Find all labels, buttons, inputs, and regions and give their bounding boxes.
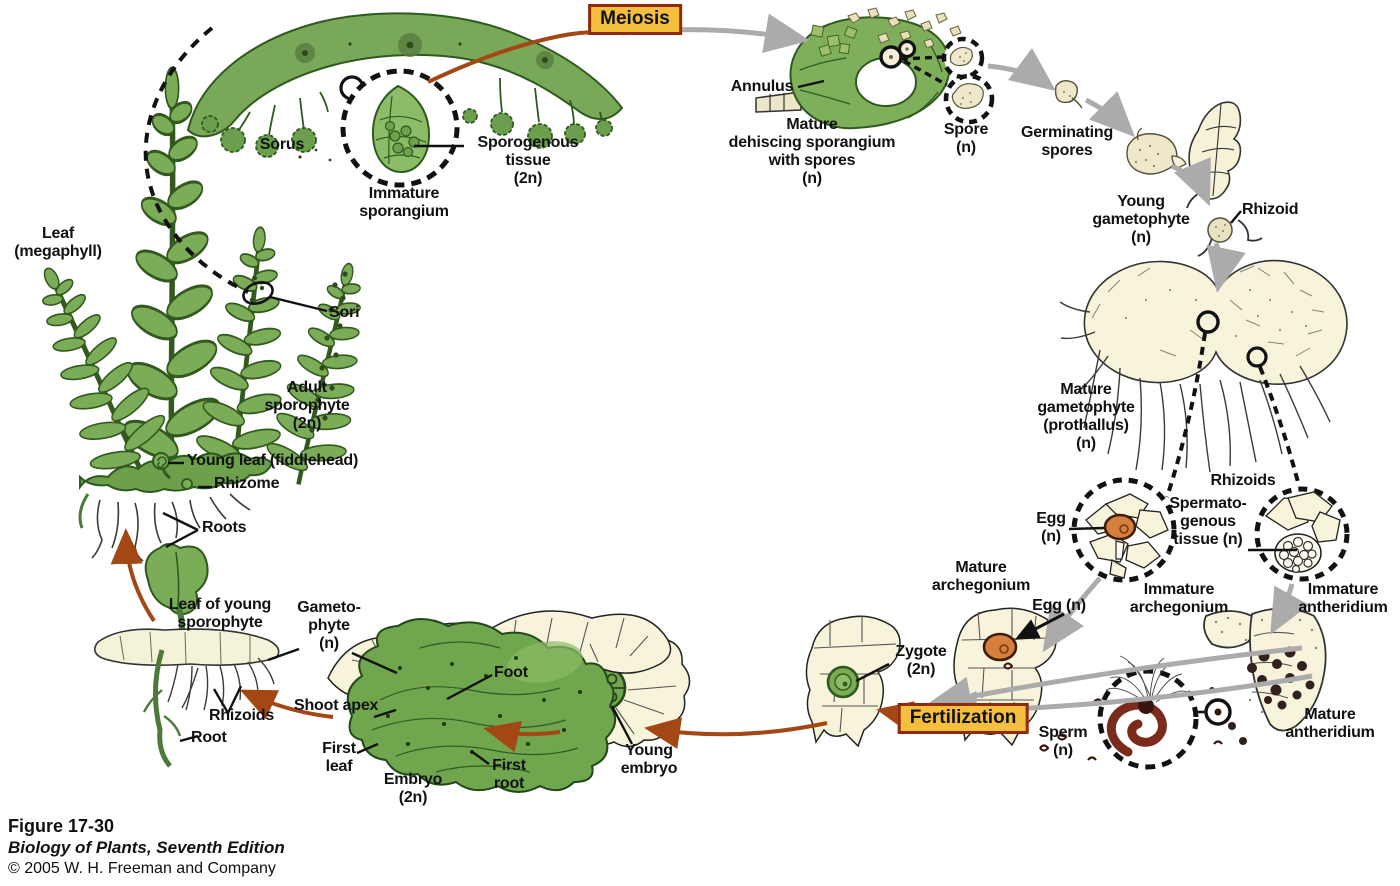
young-gametophyte-illustration	[1186, 101, 1263, 257]
label-sporogenous-tissue: Sporogenous tissue (2n)	[477, 134, 579, 187]
label-annulus: Annulus	[730, 78, 794, 95]
young-sporophyte-illustration	[94, 543, 280, 768]
label-root: Root	[191, 729, 227, 746]
dehiscing-sporangium-illustration	[755, 7, 968, 130]
label-spermatogenous-tissue: Spermato- genous tissue (n)	[1169, 495, 1247, 548]
rhizoids-illustration	[1059, 301, 1331, 473]
figure-source: Biology of Plants, Seventh Edition	[8, 838, 285, 857]
zygote-illustration	[805, 615, 901, 748]
label-sori: Sori	[329, 304, 360, 321]
label-sorus: Sorus	[259, 136, 305, 153]
embryo-illustration	[327, 610, 672, 793]
figure-number: Figure 17-30	[8, 816, 115, 836]
label-immature-sporangium: Immature sporangium	[359, 185, 449, 220]
label-young-embryo: Young embryo	[620, 742, 678, 777]
meiosis-box: Meiosis	[588, 4, 682, 35]
adult-sporophyte-illustration	[6, 68, 389, 494]
label-egg-n: Egg (n)	[1032, 597, 1086, 614]
label-first-leaf: First leaf	[322, 740, 356, 775]
label-sperm: Sperm (n)	[1038, 724, 1088, 759]
label-adult-sporophyte: Adult sporophyte (2n)	[264, 379, 350, 432]
label-leaf-megaphyll: Leaf (megaphyll)	[14, 225, 102, 260]
label-leaf-young-sporophyte: Leaf of young sporophyte	[168, 596, 272, 631]
label-rhizoid: Rhizoid	[1242, 201, 1299, 218]
sori-highlight-oval	[242, 280, 274, 306]
label-foot: Foot	[494, 664, 528, 681]
fertilization-box: Fertilization	[897, 703, 1029, 734]
label-young-leaf-fiddlehead: Young leaf (fiddlehead)	[187, 452, 359, 469]
cycle-arrows-gray	[621, 13, 1313, 731]
figure-copyright: © 2005 W. H. Freeman and Company	[8, 860, 276, 877]
spore-illustration	[941, 36, 995, 125]
immature-antheridium-illustration	[1254, 486, 1350, 582]
label-mature-antheridium: Mature antheridium	[1285, 706, 1375, 741]
mature-antheridium-illustration	[1203, 607, 1327, 745]
label-immature-antheridium: Immature antheridium	[1298, 581, 1388, 616]
immature-archegonium-illustration	[1071, 477, 1177, 583]
egg-pointer-arrow	[1014, 612, 1065, 640]
label-mature-dehiscing-sporangium: Mature dehiscing sporangium with spores …	[728, 116, 896, 187]
label-first-root: First root	[492, 757, 526, 792]
sporophyll-underside-illustration	[186, 12, 624, 162]
label-rhizoids-right: Rhizoids	[1210, 472, 1276, 489]
label-immature-archegonium: Immature archegonium	[1129, 581, 1229, 616]
label-young-gametophyte: Young gametophyte (n)	[1092, 193, 1190, 246]
leader-lines	[162, 79, 1297, 765]
label-gametophyte-n: Gameto- phyte (n)	[297, 599, 361, 652]
immature-sporangium-illustration	[340, 68, 460, 188]
label-egg-circle: Egg (n)	[1036, 510, 1066, 545]
label-roots: Roots	[202, 519, 247, 536]
sori-dots	[249, 271, 348, 433]
mature-gametophyte-illustration	[1059, 259, 1348, 498]
label-embryo: Embryo (2n)	[383, 771, 443, 806]
label-rhizoids-left: Rhizoids	[209, 707, 275, 724]
label-shoot-apex: Shoot apex	[294, 697, 379, 714]
label-zygote: Zygote (2n)	[895, 643, 947, 678]
label-mature-gametophyte: Mature gametophyte (prothallus) (n)	[1037, 381, 1135, 452]
label-germinating-spores: Germinating spores	[1020, 124, 1114, 159]
label-spore: Spore (n)	[943, 121, 989, 156]
sorus-to-sori-dashed-arc	[143, 26, 249, 294]
label-rhizome: Rhizome	[214, 475, 280, 492]
label-mature-archegonium: Mature archegonium	[931, 559, 1031, 594]
